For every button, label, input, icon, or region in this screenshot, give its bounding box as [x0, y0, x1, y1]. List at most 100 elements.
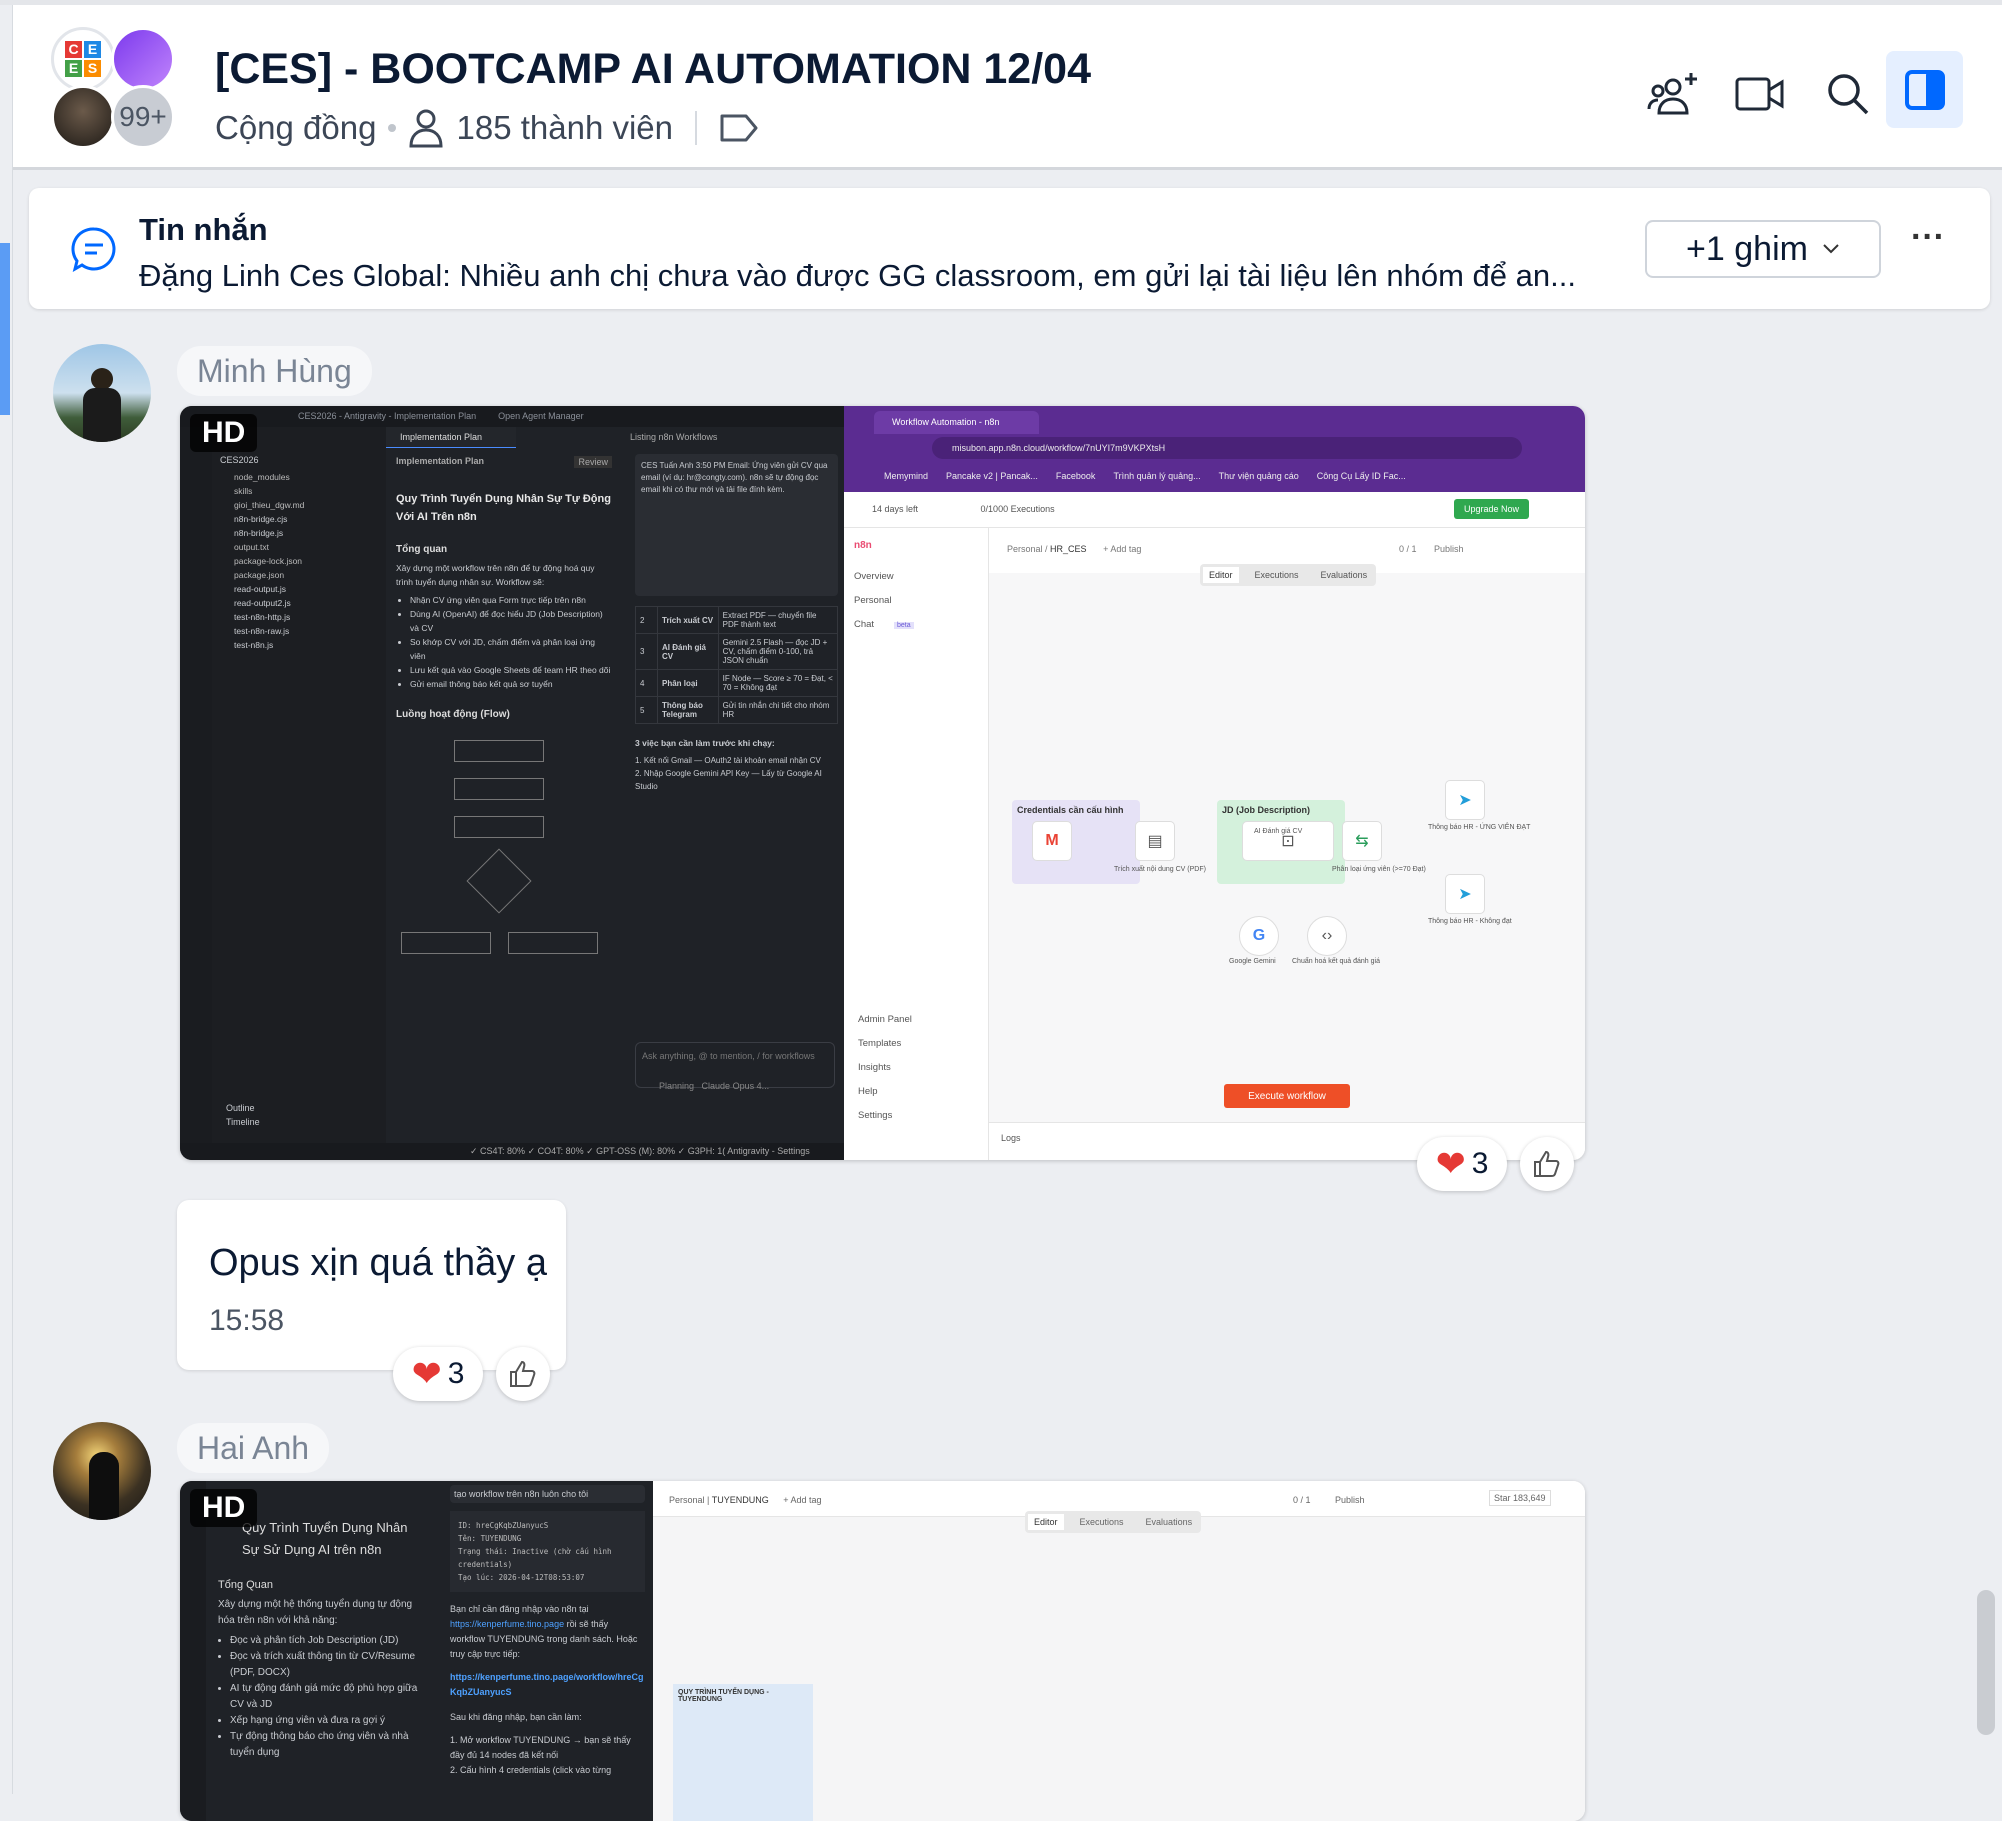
- bullet-item: Gửi email thông báo kết quả sơ tuyển: [410, 677, 612, 691]
- trial-days: 14 days left: [872, 504, 919, 514]
- sender-avatar[interactable]: [53, 344, 151, 442]
- code-line: Tên: TUYENDUNG: [458, 1534, 522, 1543]
- pinned-message-bar[interactable]: Tin nhắn Đặng Linh Ces Global: Nhiều anh…: [29, 188, 1990, 309]
- bookmark: Memymind: [884, 471, 929, 481]
- add-member-button[interactable]: [1638, 59, 1708, 129]
- heart-reaction[interactable]: ❤3: [1417, 1137, 1507, 1191]
- member-avatar: [111, 27, 175, 91]
- search-button[interactable]: [1813, 59, 1883, 129]
- chat-message: CES Tuấn Anh 3:50 PM Email: Ứng viên gửi…: [635, 454, 838, 596]
- file-item: n8n-bridge.js: [234, 528, 284, 538]
- doc-title: Quy Trình Tuyển Dụng Nhân Sự Sử Dụng AI …: [242, 1520, 408, 1557]
- heart-reaction[interactable]: ❤3: [393, 1347, 483, 1401]
- pinned-title: Tin nhắn: [139, 212, 268, 247]
- nav-item: Insights: [858, 1062, 891, 1073]
- like-button[interactable]: [1520, 1137, 1574, 1191]
- member-count-avatar: 99+: [111, 85, 175, 149]
- activity-bar: [180, 427, 212, 1143]
- bullet-item: Nhận CV ứng viên qua Form trực tiếp trên…: [410, 593, 612, 607]
- group-subtitle: Cộng đồng 185 thành viên: [215, 108, 759, 148]
- chevron-down-icon: [1823, 244, 1839, 254]
- tag-icon[interactable]: [719, 113, 759, 143]
- bullet-item: AI tự động đánh giá mức độ phù hợp giữa …: [230, 1681, 418, 1713]
- member-count[interactable]: 185 thành viên: [456, 109, 673, 146]
- group-title[interactable]: [CES] - BOOTCAMP AI AUTOMATION 12/04: [215, 45, 1091, 93]
- code-line: ID: hreCgKqbZUanyucS: [458, 1521, 549, 1530]
- person-icon: [409, 109, 443, 148]
- scrollbar-thumb[interactable]: [1977, 1590, 1995, 1735]
- ide-status-bar: ✓ CS4T: 80% ✓ CO4T: 80% ✓ GPT-OSS (M): 8…: [180, 1143, 844, 1160]
- nav-item: Personal: [854, 595, 892, 606]
- explorer-root: CES2026: [220, 455, 259, 465]
- document-panel: Quy Trình Tuyển Dụng Nhân Sự Sử Dụng AI …: [218, 1517, 418, 1761]
- breadcrumb-item: TUYENDUNG: [711, 1495, 769, 1505]
- nav-item: Overview: [854, 571, 894, 582]
- node-label: Google Gemini: [1229, 958, 1276, 965]
- hd-badge: HD: [190, 414, 258, 452]
- tab-editor: Editor: [1028, 1514, 1064, 1530]
- table-cell: Thông báo Telegram: [657, 696, 719, 724]
- table-cell: Trích xuất CV: [657, 606, 719, 634]
- toggle-sidebar-button[interactable]: [1886, 51, 1963, 128]
- tab-editor: Editor: [1203, 567, 1239, 583]
- chat-text: rồi sẽ thấy workflow TUYENDUNG trong dan…: [450, 1619, 638, 1659]
- image-attachment[interactable]: HD CES2026 - Antigravity - Implementatio…: [180, 406, 1585, 1160]
- doc-heading: Luồng hoạt động (Flow): [396, 709, 510, 720]
- table-cell: Extract PDF — chuyển file PDF thành text: [717, 606, 839, 634]
- doc-header: Implementation Plan: [396, 456, 485, 466]
- pinned-message-text[interactable]: Đặng Linh Ces Global: Nhiều anh chị chưa…: [139, 258, 1576, 293]
- pinned-count-label: +1 ghim: [1686, 229, 1808, 268]
- nav-item: Templates: [858, 1038, 902, 1049]
- breadcrumb-item: Personal: [1007, 544, 1043, 554]
- file-item: test-n8n-raw.js: [234, 626, 290, 636]
- chat-panel-title: Listing n8n Workflows: [630, 432, 718, 442]
- message-text: Opus xịn quá thầy ạ: [209, 1242, 547, 1284]
- model-select: Claude Opus 4...: [701, 1081, 770, 1091]
- like-button[interactable]: [496, 1347, 550, 1401]
- chat-link: https://kenperfume.tino.page/workflow/hr…: [450, 1672, 644, 1697]
- image-attachment[interactable]: HD Quy Trình Tuyển Dụng Nhân Sự Sử Dụng …: [180, 1481, 1585, 1821]
- node-label: Chuẩn hoá kết quả đánh giá: [1292, 958, 1380, 965]
- nav-item: Settings: [858, 1110, 893, 1121]
- github-star: Star: [1494, 1493, 1511, 1503]
- ide-screenshot: Quy Trình Tuyển Dụng Nhân Sự Sử Dụng AI …: [180, 1481, 653, 1821]
- member-avatar: [51, 85, 115, 149]
- reaction-count: 3: [1471, 1147, 1489, 1180]
- sender-name[interactable]: Minh Hùng: [177, 346, 372, 396]
- message-bubble[interactable]: Opus xịn quá thầy ạ 15:58: [177, 1200, 566, 1370]
- bookmark: Pancake v2 | Pancak...: [946, 471, 1038, 481]
- add-member-icon: [1647, 73, 1697, 115]
- table-cell: Gemini 2.5 Flash — đọc JD + CV, chấm điể…: [717, 633, 839, 670]
- doc-paragraph: Xây dựng một hệ thống tuyển dụng tự động…: [218, 1599, 413, 1626]
- file-item: node_modules: [234, 472, 290, 482]
- n8n-screenshot: Personal | TUYENDUNG + Add tag 0 / 1 Pub…: [653, 1481, 1585, 1821]
- timeline-section: Timeline: [226, 1117, 260, 1127]
- video-call-button[interactable]: [1725, 59, 1795, 129]
- file-item: n8n-bridge.cjs: [234, 514, 288, 524]
- bullet-item: Tự động thông báo cho ứng viên và nhà tu…: [230, 1729, 418, 1761]
- pdf-node: ▤: [1135, 821, 1175, 861]
- thumbs-up-icon: [1534, 1150, 1560, 1177]
- file-item: test-n8n.js: [234, 640, 274, 650]
- n8n-screenshot: Workflow Automation - n8n misubon.app.n8…: [844, 406, 1585, 1160]
- agent-manager: Open Agent Manager: [498, 411, 584, 421]
- bullet-item: Xếp hạng ứng viên và đưa ra gợi ý: [230, 1713, 418, 1729]
- gmail-node: M: [1032, 821, 1072, 861]
- search-icon: [1828, 74, 1869, 115]
- add-tag: + Add tag: [783, 1495, 822, 1505]
- file-item: read-output.js: [234, 584, 286, 594]
- sender-name[interactable]: Hai Anh: [177, 1423, 330, 1473]
- pinned-count-button[interactable]: +1 ghim: [1645, 220, 1881, 278]
- left-panel-accent: [0, 243, 10, 415]
- breadcrumb-item: HR_CES: [1050, 544, 1087, 554]
- file-item: output.txt: [234, 542, 269, 552]
- add-tag: + Add tag: [1103, 544, 1142, 554]
- sender-avatar[interactable]: [53, 1422, 151, 1520]
- more-options-button[interactable]: ···: [1911, 218, 1945, 256]
- todo-item: 2. Nhập Google Gemini API Key — Lấy từ G…: [635, 769, 822, 791]
